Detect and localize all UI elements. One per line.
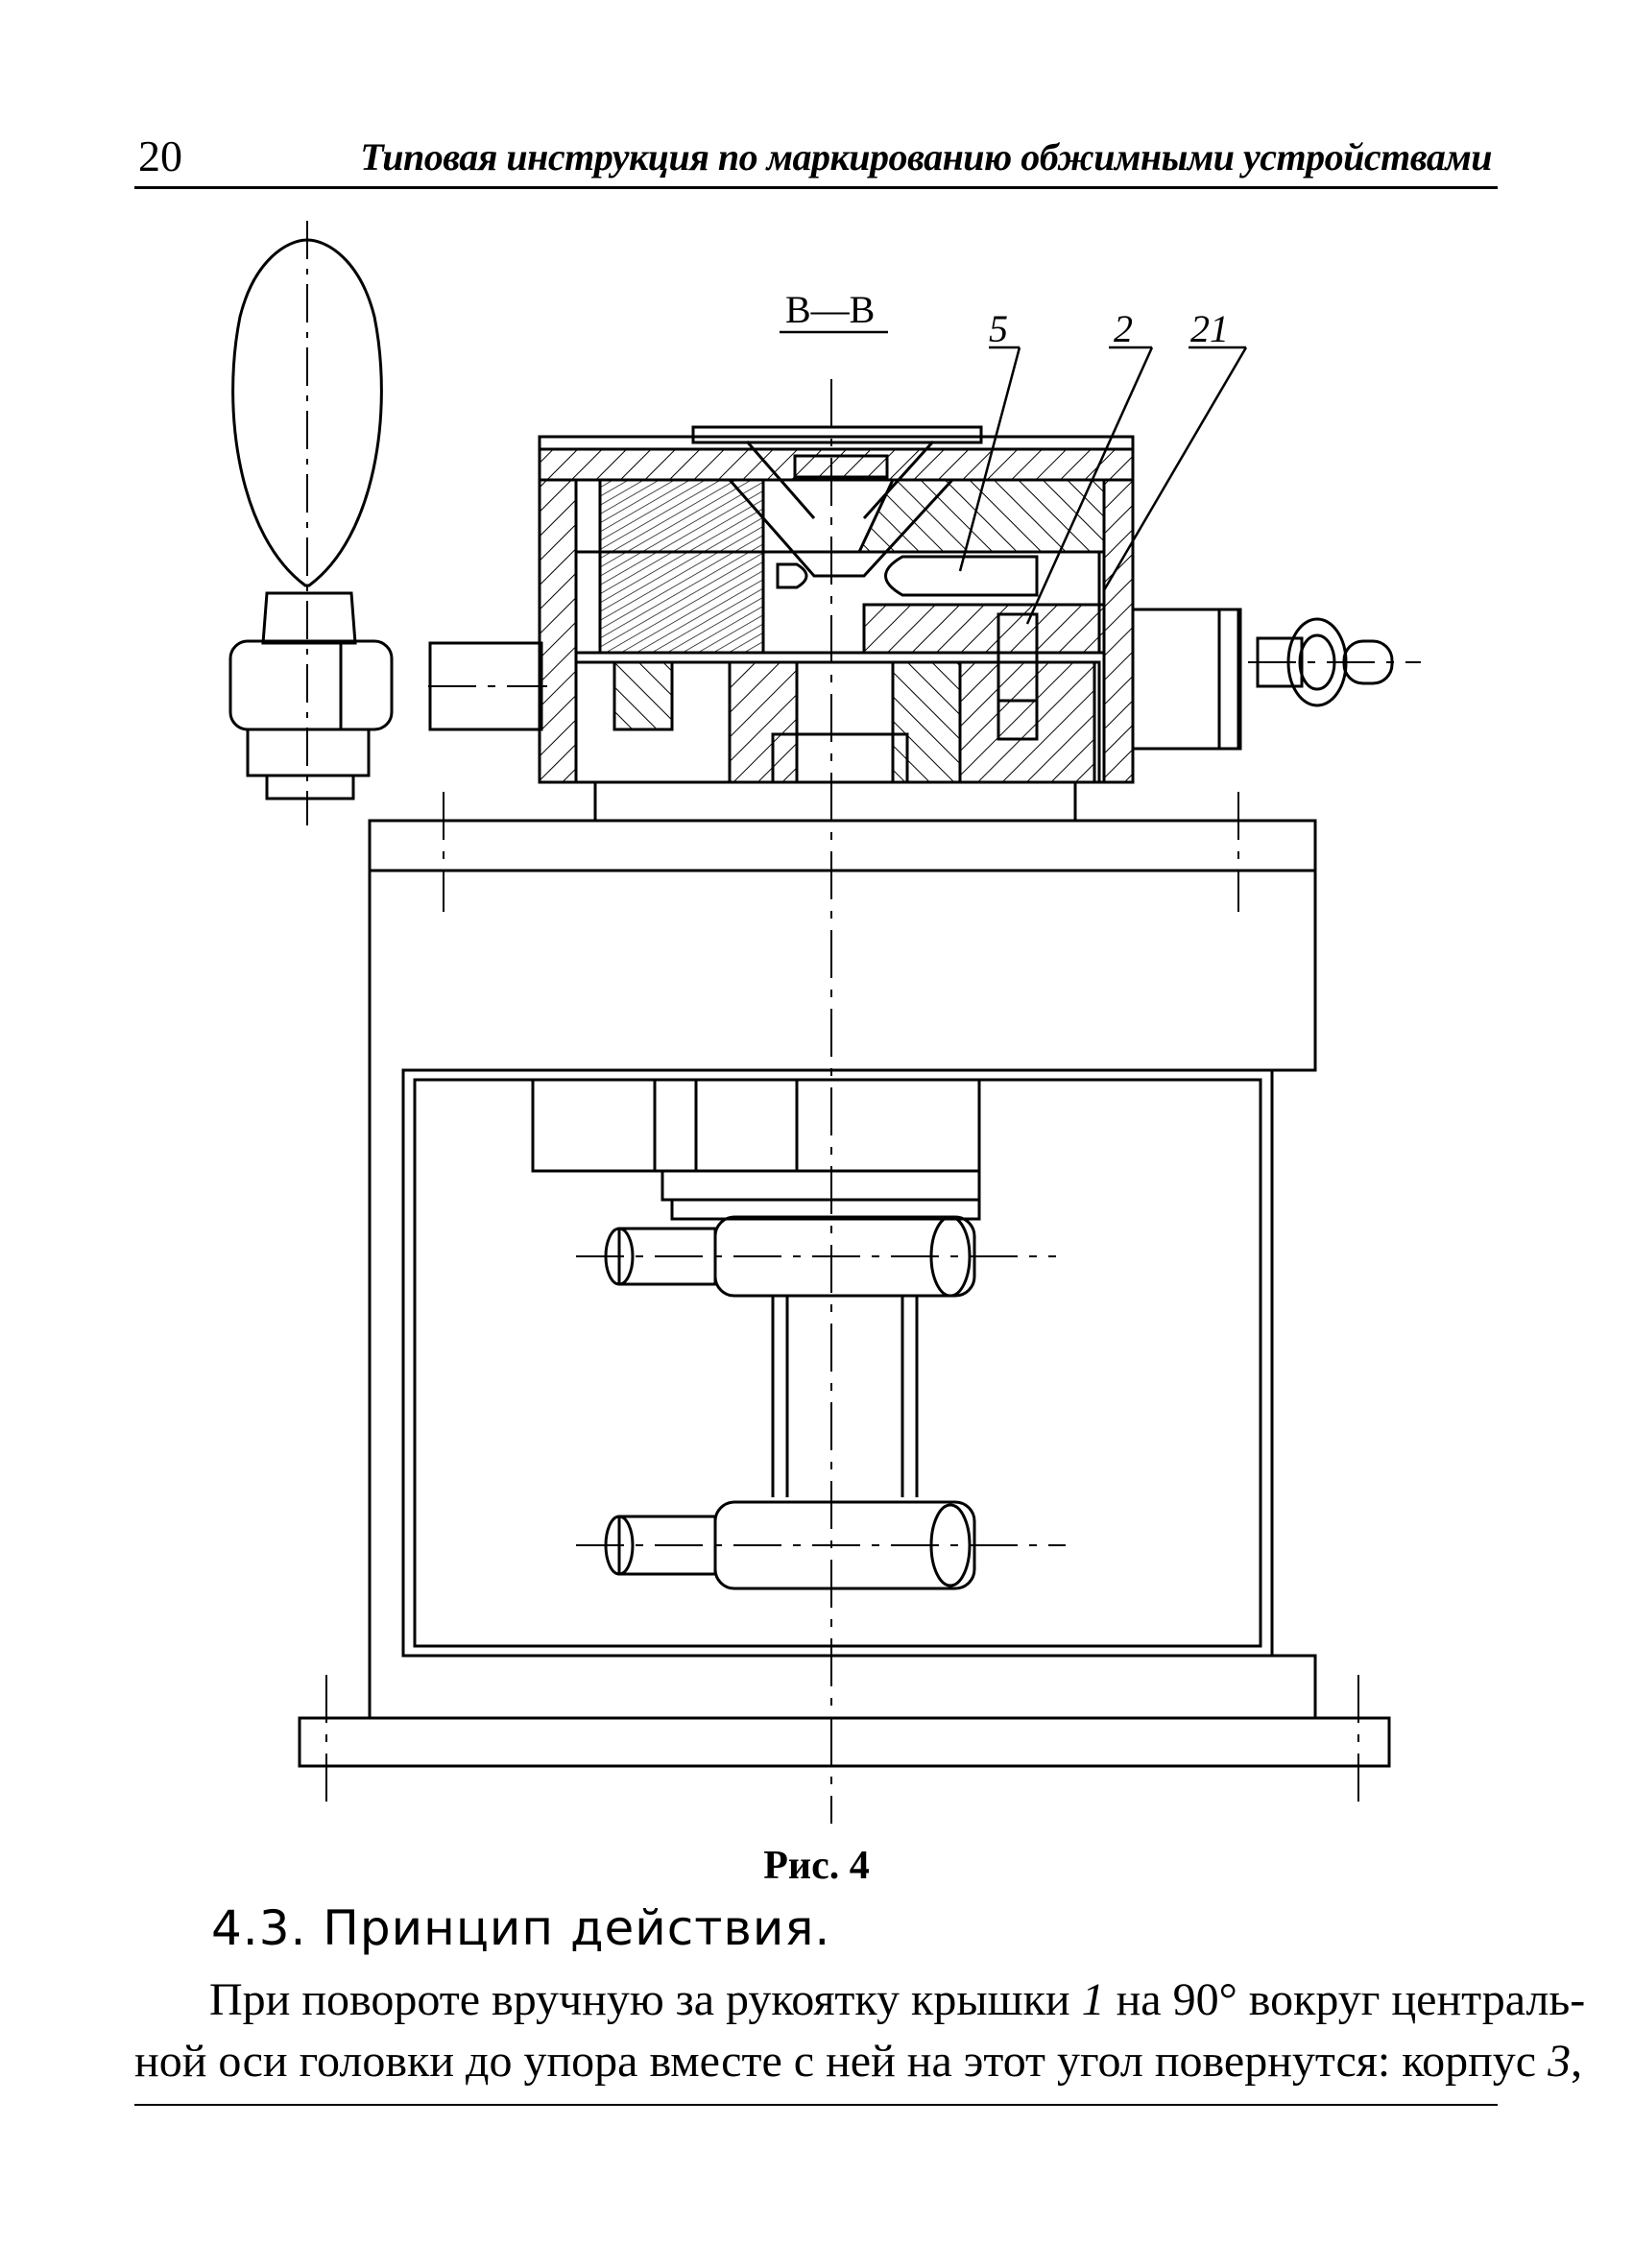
crank-handle bbox=[228, 238, 394, 800]
figure-caption: Рис. 4 bbox=[763, 1844, 870, 1888]
centerlines bbox=[325, 379, 1421, 1824]
section-label: В—В bbox=[785, 288, 875, 331]
paragraph-line-1: При повороте вручную за рукоятку крышки … bbox=[134, 1970, 1585, 2031]
callout-5: 5 bbox=[989, 307, 1008, 350]
section-heading: 4.3. Принцип действия. bbox=[211, 1900, 831, 1956]
page-header: 20 Типовая инструкция по маркированию об… bbox=[134, 127, 1498, 189]
ref-body-3: 3 bbox=[1548, 2036, 1572, 2087]
head-assembly bbox=[538, 425, 1135, 823]
callout-21: 21 bbox=[1190, 307, 1229, 350]
page-number: 20 bbox=[138, 131, 182, 180]
line1-text-a: При повороте вручную за рукоятку крышки bbox=[209, 1974, 1082, 2025]
machine-body bbox=[298, 819, 1391, 1768]
paragraph-line-2: ной оси головки до упора вместе с ней на… bbox=[134, 2031, 1582, 2092]
callout-leaders bbox=[780, 330, 1248, 625]
line2-text-a: ной оси головки до упора вместе с ней на… bbox=[134, 2036, 1549, 2087]
line2-text-b: , bbox=[1571, 2036, 1583, 2087]
ref-cover-1: 1 bbox=[1081, 1974, 1105, 2025]
technical-drawing: В—В 5 2 21 bbox=[228, 221, 1421, 1824]
running-title: Типовая инструкция по маркированию обжим… bbox=[360, 135, 1492, 179]
line1-text-b: на 90° вокруг централь- bbox=[1104, 1974, 1586, 2025]
right-shaft bbox=[1131, 608, 1394, 751]
body-paragraph: При повороте вручную за рукоятку крышки … bbox=[134, 1970, 1585, 2092]
bottom-rule bbox=[134, 2104, 1498, 2106]
callout-2: 2 bbox=[1114, 307, 1133, 350]
